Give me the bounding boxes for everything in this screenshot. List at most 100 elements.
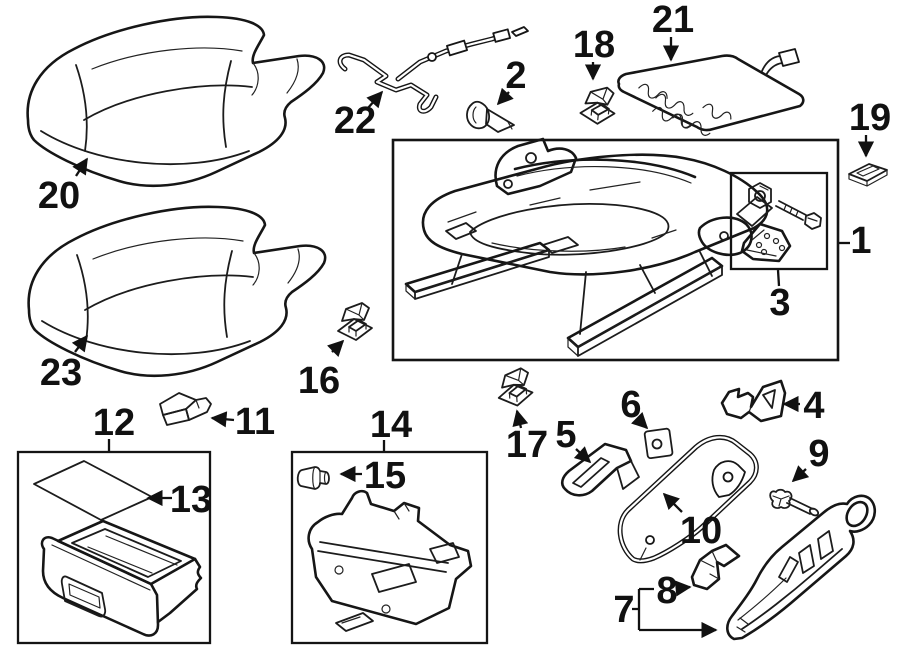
part-7-side-valance-panel-path xyxy=(798,544,815,574)
seat-frame-drawing-path xyxy=(567,337,579,357)
drawer-drawing-path xyxy=(68,583,101,609)
callout-14-label: 14 xyxy=(370,404,412,446)
callout-23: 23 xyxy=(40,334,88,394)
seat-frame-drawing-path xyxy=(445,222,477,240)
part-10-wire-frame-path xyxy=(619,436,758,562)
part-5-trim-strip-path xyxy=(572,457,610,488)
callout-16: 16 xyxy=(298,339,345,402)
callout-10: 10 xyxy=(662,492,722,552)
part-2-push-pin xyxy=(466,100,515,133)
part-9-fastener xyxy=(769,488,820,517)
seat-pan-box-outline xyxy=(290,450,489,645)
part-3-hardware-box-path xyxy=(807,217,818,222)
part-3-hardware-box-path xyxy=(759,185,769,191)
callout-7: 7 xyxy=(613,587,718,639)
callout-4-label: 4 xyxy=(803,385,824,427)
part-3-hardware-box-path xyxy=(763,232,771,240)
part-21-seat-heater-pad-path xyxy=(761,55,781,72)
seat-pan-drawing-path xyxy=(334,565,344,575)
callout-8-arrow xyxy=(674,580,692,597)
part-4-bracket xyxy=(720,379,787,423)
callout-2: 2 xyxy=(496,55,527,106)
part-7-side-valance-panel-path xyxy=(845,500,869,528)
part-3-hardware-box-path xyxy=(772,237,780,245)
seat-pan-drawing xyxy=(307,489,473,632)
callout-6-arrow xyxy=(631,412,649,430)
nut xyxy=(748,182,772,209)
part-10-wire-frame xyxy=(617,434,759,564)
callout-9-label: 9 xyxy=(808,433,829,475)
part-7-side-valance-panel-path xyxy=(737,577,787,621)
seat-frame-drawing-path xyxy=(447,181,677,239)
part-8-bracket-path xyxy=(699,550,720,580)
callout-14: 14 xyxy=(370,404,412,451)
callout-12: 12 xyxy=(93,402,135,451)
seat-pan-drawing-path xyxy=(335,612,374,632)
part-21-seat-heater-pad xyxy=(617,48,805,136)
callout-13: 13 xyxy=(146,479,212,521)
part-3-hardware-box-path xyxy=(755,241,763,249)
seat-frame-drawing-path xyxy=(503,179,513,189)
drawer-drawing-path xyxy=(51,544,151,591)
callout-5: 5 xyxy=(555,414,592,464)
callout-7-label: 7 xyxy=(613,589,634,631)
part-7-side-valance-panel-path xyxy=(778,556,799,583)
drawer-drawing-path xyxy=(40,536,160,637)
part-3-hardware-box-path xyxy=(754,190,766,202)
part-13-pad xyxy=(33,460,153,521)
part-10-wire-frame-path xyxy=(722,471,734,483)
bolt-head xyxy=(804,212,822,230)
part-4-bracket-path xyxy=(748,406,752,413)
drawer-drawing-path xyxy=(156,557,203,624)
callout-16-arrow xyxy=(327,339,345,357)
heater-connector xyxy=(778,48,800,67)
seat-frame-drawing-path xyxy=(513,158,697,179)
part-15-plug-path xyxy=(323,471,327,485)
seat-pan-drawing-path xyxy=(381,604,391,614)
part-20-seat-cushion xyxy=(26,15,326,188)
part-14-seat-pan-box xyxy=(290,450,489,645)
callout-15-label: 15 xyxy=(364,455,406,497)
callout-17: 17 xyxy=(506,409,548,466)
part-15-plug-path xyxy=(312,466,321,490)
seat-frame-drawing-path xyxy=(719,231,729,241)
part-11-end-cap-path xyxy=(195,399,200,409)
part-8-bracket xyxy=(690,543,741,591)
seat-frame-drawing-path xyxy=(566,256,724,349)
part-6-square-clip-path xyxy=(643,427,674,460)
callout-20-label: 20 xyxy=(38,175,80,217)
seat-frame-drawing-path xyxy=(421,153,769,276)
seat-frame-drawing-path xyxy=(577,265,723,357)
callout-1-label: 1 xyxy=(850,220,871,262)
drawer-drawing-path xyxy=(87,535,178,574)
part-9-fastener-path xyxy=(772,495,790,507)
seat-pan-drawing-path xyxy=(307,489,473,626)
part-16-clip xyxy=(337,302,373,341)
callout-12-label: 12 xyxy=(93,402,135,444)
part-2-push-pin-path xyxy=(507,121,513,130)
callout-8-label: 8 xyxy=(656,570,677,612)
part-9-fastener-path xyxy=(786,497,814,515)
callout-13-label: 13 xyxy=(170,479,212,521)
drawer-drawing-path xyxy=(60,575,107,618)
part-11-end-cap-path xyxy=(162,408,190,426)
part-6-square-clip-path xyxy=(651,438,663,450)
seat-frame-drawing-path xyxy=(405,283,416,300)
seat-pan-drawing-path xyxy=(429,542,460,564)
seat-frame-drawing-path xyxy=(494,137,578,196)
part-23-seat-cushion-path xyxy=(27,205,327,378)
callout-19: 19 xyxy=(849,97,891,158)
callout-23-label: 23 xyxy=(40,352,82,394)
part-3-hardware-box-path xyxy=(760,248,768,256)
callout-20: 20 xyxy=(38,157,88,217)
callout-17-arrow xyxy=(512,409,529,429)
part-23-seat-cushion xyxy=(27,205,327,378)
seat-frame-drawing-path xyxy=(697,216,753,257)
part-2-push-pin-path xyxy=(485,108,515,133)
callout-9: 9 xyxy=(791,433,830,483)
callout-5-arrow xyxy=(573,446,592,464)
part-9-fastener-path xyxy=(769,488,793,509)
seat-frame-drawing xyxy=(404,137,773,357)
callout-4: 4 xyxy=(782,385,825,427)
part-7-side-valance-panel-path xyxy=(726,494,877,641)
